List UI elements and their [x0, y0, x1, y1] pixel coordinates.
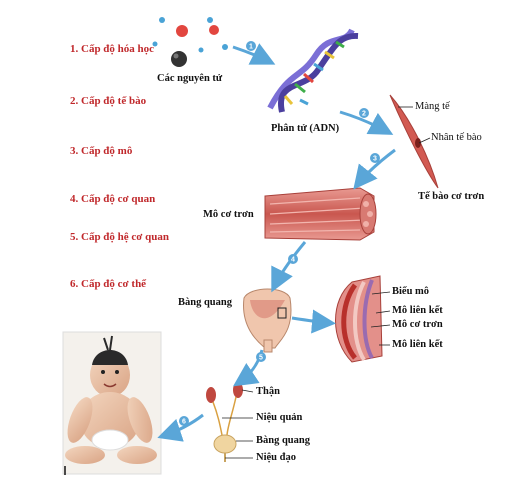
level-5-label: 5. Cấp độ hệ cơ quan [70, 231, 170, 243]
cell-nucleus-label: Nhân tế bào [431, 132, 482, 143]
step-number-6: 6 [182, 419, 186, 426]
step-number-2: 2 [362, 111, 366, 118]
level-3-label: 3. Cấp độ mô [70, 145, 133, 157]
molecule-label: Phân tử (ADN) [271, 123, 340, 134]
step-badges: 1 2 3 4 5 6 [179, 41, 380, 426]
bladder-system-label: Bàng quang [256, 435, 310, 446]
kidney-label: Thận [256, 386, 280, 397]
step-badge-3: 3 [370, 153, 380, 163]
urethra-label: Niệu đạo [256, 452, 296, 463]
bladder-illustration [243, 288, 292, 353]
step-number-3: 3 [373, 156, 377, 163]
cell-membrane-label: Màng tế [415, 101, 450, 112]
muscle-tissue-illustration [264, 187, 377, 241]
step-badge-2: 2 [359, 108, 369, 118]
connective-tissue-label-1: Mô liên kết [392, 305, 443, 316]
bladder-label: Bàng quang [178, 297, 232, 308]
epithelium-label: Biểu mô [392, 286, 430, 297]
smooth-muscle-tissue-label: Mô cơ trơn [203, 209, 254, 220]
step-number-1: 1 [249, 44, 253, 51]
step-number-5: 5 [259, 355, 263, 362]
atoms-label: Các nguyên tử [157, 73, 223, 84]
level-1-label: 1. Cấp độ hóa học [70, 43, 155, 55]
leader-lines [222, 106, 431, 459]
step-badge-4: 4 [288, 254, 298, 264]
dna-illustration [267, 28, 359, 113]
step-number-4: 4 [291, 257, 295, 264]
step-badge-1: 1 [246, 41, 256, 51]
smooth-muscle-cell-label: Tế bào cơ trơn [418, 191, 485, 202]
baby-photo [62, 331, 162, 475]
connective-tissue-label-2: Mô liên kết [392, 339, 443, 350]
bladder-wall-illustration [335, 275, 383, 363]
step-badge-5: 5 [256, 352, 266, 362]
step-badge-6: 6 [179, 416, 189, 426]
atoms-illustration [152, 17, 228, 67]
ureter-label: Niệu quản [256, 412, 303, 423]
muscle-cell-illustration [389, 94, 439, 189]
level-4-label: 4. Cấp độ cơ quan [70, 193, 156, 205]
urinary-system-illustration [206, 382, 243, 462]
level-2-label: 2. Cấp độ tế bào [70, 95, 147, 107]
level-6-label: 6. Cấp độ cơ thể [70, 278, 147, 290]
smooth-muscle-layer-label: Mô cơ trơn [392, 319, 443, 330]
